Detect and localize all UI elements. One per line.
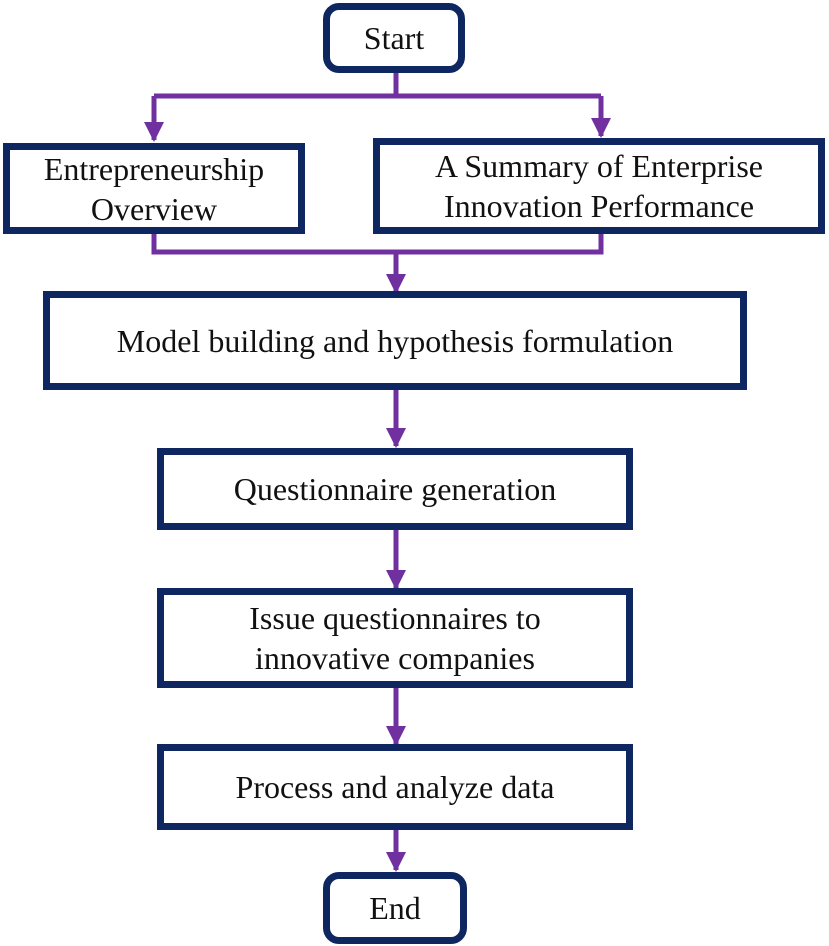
innovation-performance-summary-box: A Summary of Enterprise Innovation Perfo… bbox=[373, 138, 825, 234]
entrepreneurship-label-line1: Entrepreneurship bbox=[43, 150, 265, 187]
model-building-box: Model building and hypothesis formulatio… bbox=[43, 291, 747, 390]
summary-label-line1: A Summary of Enterprise bbox=[435, 148, 763, 184]
issue-label-line2: innovative companies bbox=[255, 640, 535, 676]
process-label: Process and analyze data bbox=[235, 769, 555, 805]
start-node: Start bbox=[323, 3, 465, 73]
connector-start-split bbox=[154, 72, 601, 99]
summary-label-line2: Innovation Performance bbox=[443, 188, 755, 224]
entrepreneurship-label-line2: Overview bbox=[90, 190, 218, 227]
entrepreneurship-overview-box: Entrepreneurship Overview bbox=[3, 143, 305, 234]
process-analyze-box: Process and analyze data bbox=[157, 744, 633, 830]
issue-label-line1: Issue questionnaires to bbox=[249, 600, 541, 636]
model-label: Model building and hypothesis formulatio… bbox=[116, 322, 674, 359]
end-label: End bbox=[369, 890, 421, 926]
questionnaire-generation-box: Questionnaire generation bbox=[157, 448, 633, 530]
start-label: Start bbox=[363, 20, 425, 56]
issue-questionnaires-box: Issue questionnaires to innovative compa… bbox=[157, 588, 633, 688]
end-node: End bbox=[323, 872, 467, 944]
connector-merge bbox=[151, 233, 604, 255]
questionnaire-label: Questionnaire generation bbox=[233, 471, 557, 507]
